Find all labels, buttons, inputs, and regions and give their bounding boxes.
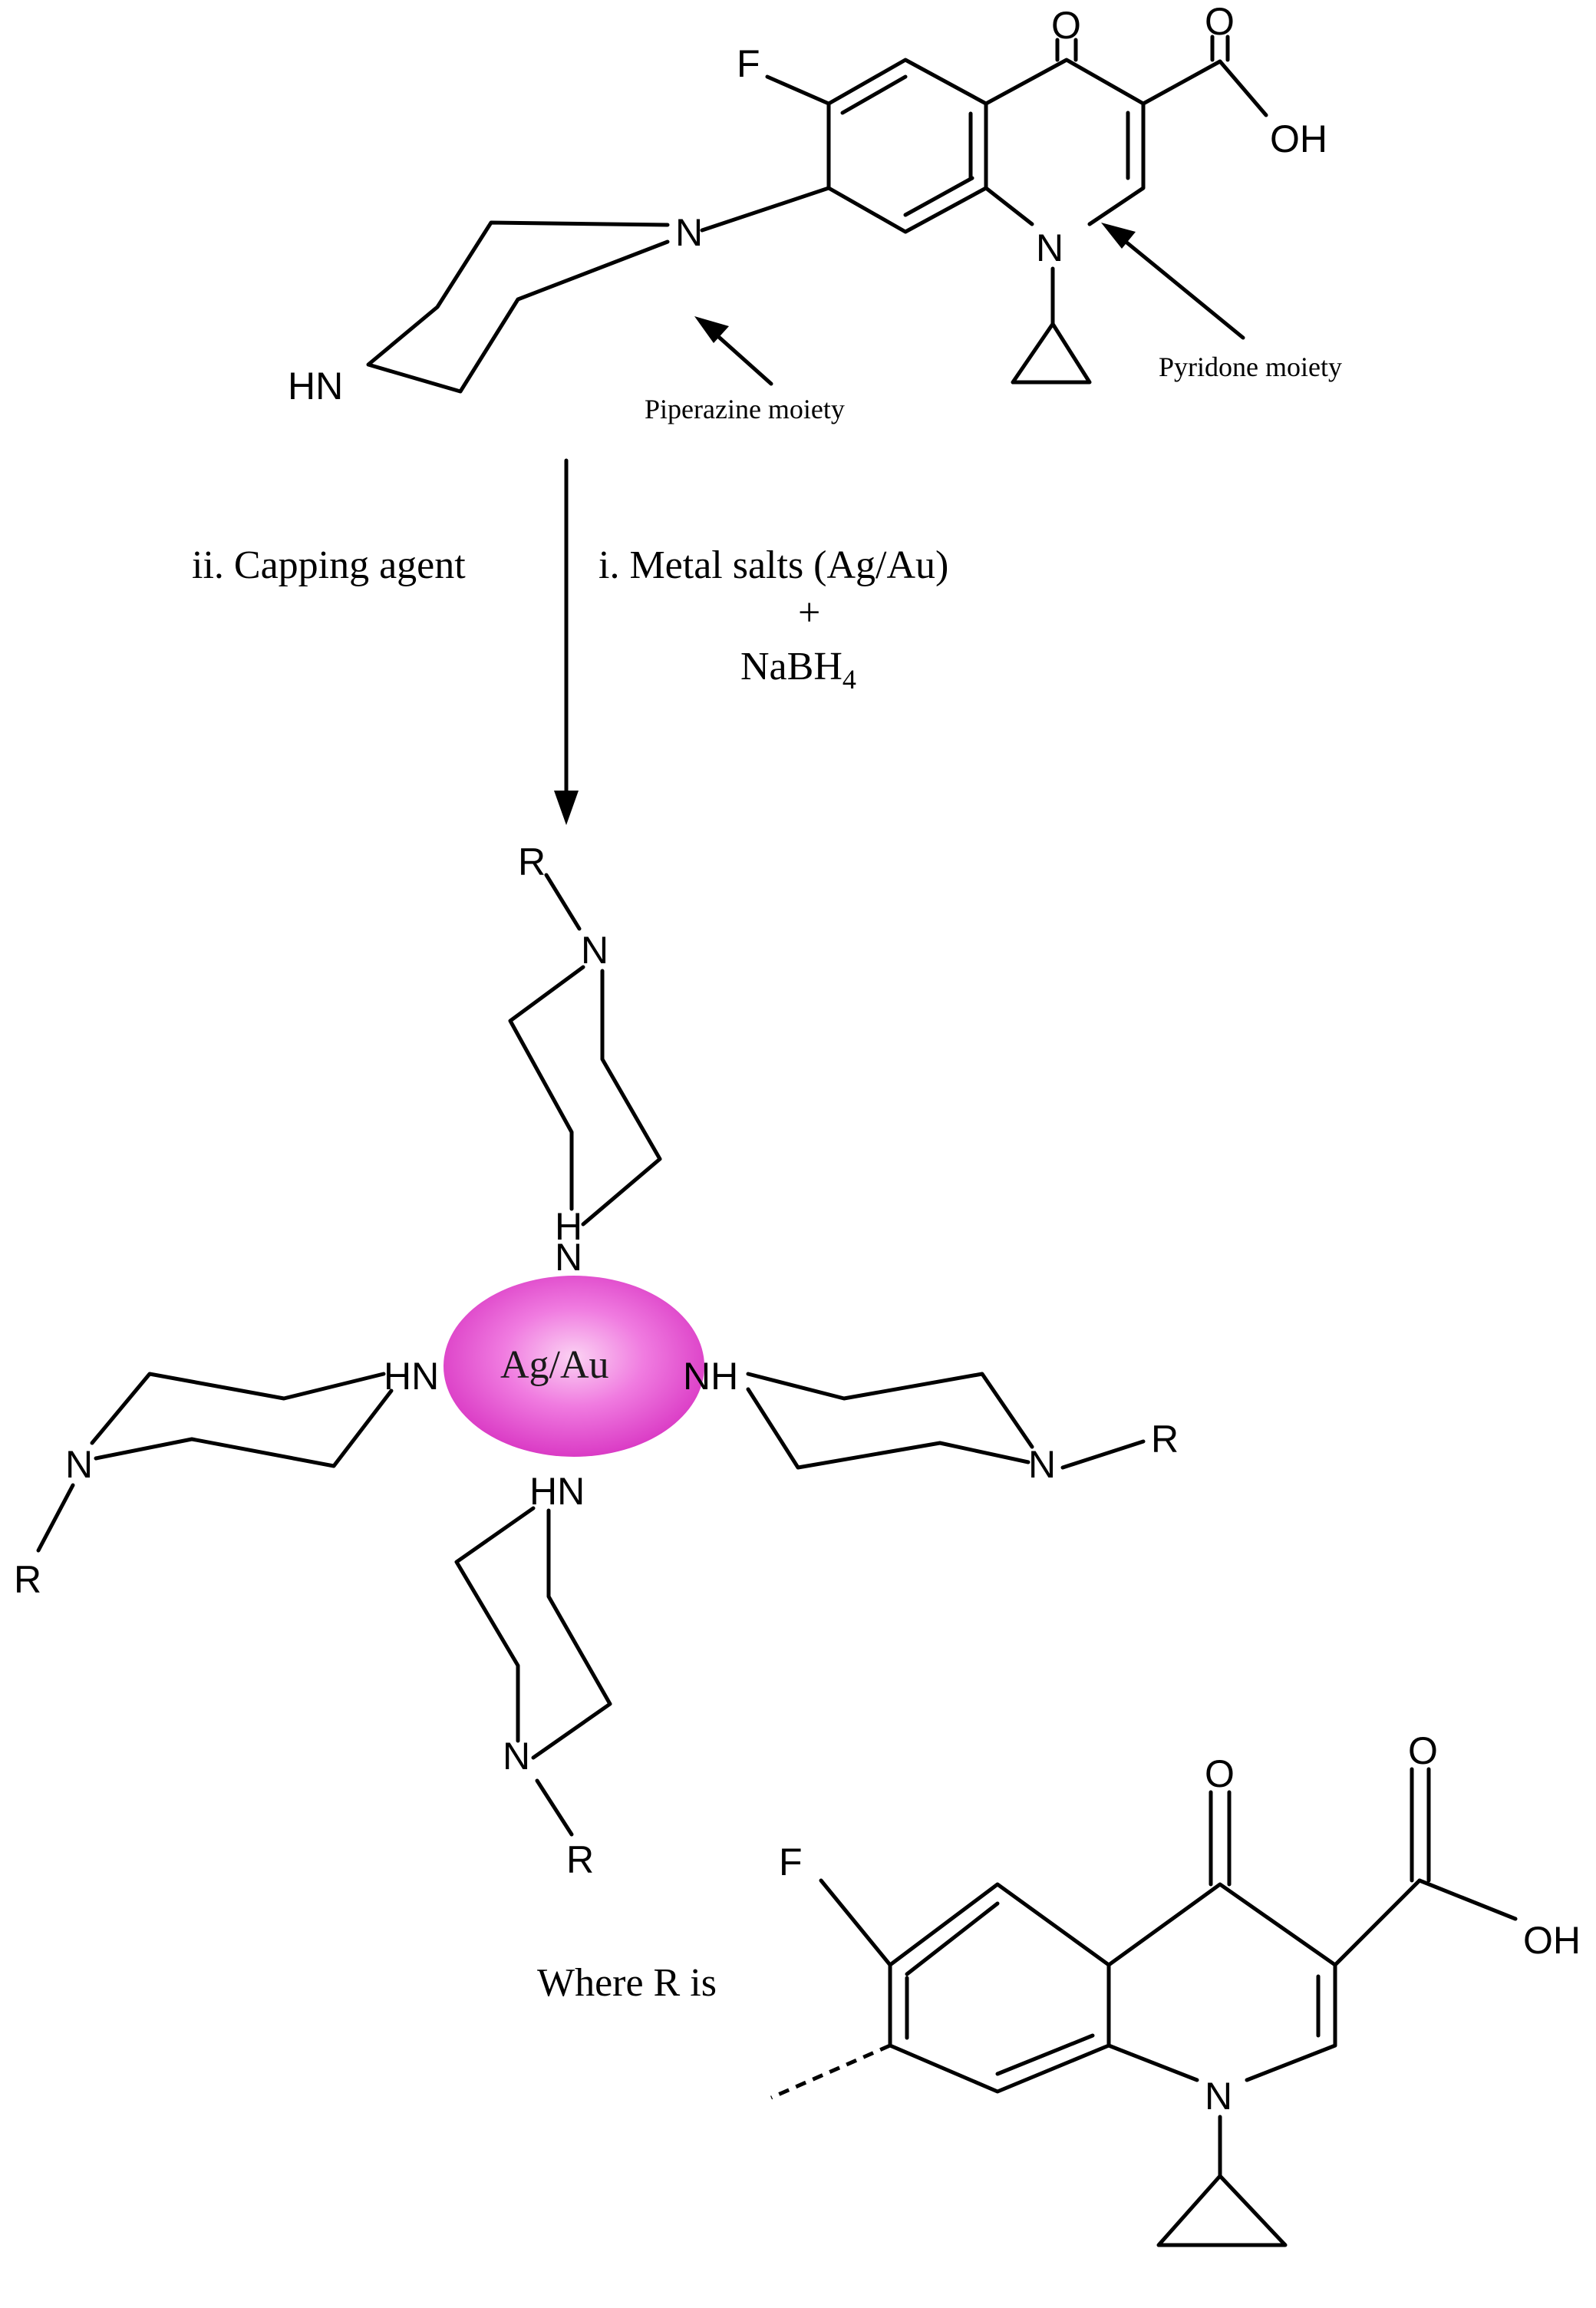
r-fluorine-bond: [819, 1878, 892, 1967]
atom-right-n: N: [1028, 1443, 1056, 1486]
condition-plus: +: [798, 591, 820, 635]
annotation-pyridone: Pyridone moiety: [1101, 223, 1342, 382]
left-r-bond: [36, 1483, 75, 1553]
core-label: Ag/Au: [500, 1343, 609, 1387]
bottom-piperazine-ring-b: [531, 1508, 612, 1760]
pyridone-ring-n-bond: [984, 186, 1034, 226]
r-acid-bond: [1333, 1878, 1422, 1967]
atom-ring-n: N: [1036, 226, 1063, 269]
condition-reductant: NaBH4: [740, 645, 856, 695]
bottom-piperazine-ring: [454, 1506, 536, 1743]
r-cyclopropyl-ring: [1156, 2174, 1288, 2247]
atom-acid-o: O: [1205, 0, 1235, 43]
right-piperazine-ring-b: [746, 1387, 1030, 1470]
reaction-arrow-head: [554, 791, 579, 825]
atom-right-r: R: [1151, 1418, 1179, 1461]
r-pyridone-n-bond: [1106, 2043, 1199, 2082]
right-piperazine-ring: [746, 1372, 1034, 1449]
r-benzene-ring: [888, 1882, 1111, 2094]
bottom-r-bond: [535, 1778, 574, 1837]
atom-left-n: N: [65, 1443, 93, 1486]
right-r-bond: [1060, 1439, 1146, 1470]
r-acid-oh-bond: [1417, 1878, 1518, 1921]
atom-acid-oh: OH: [1270, 117, 1327, 160]
atom-piperazine-hn: HN: [288, 365, 343, 408]
fluorine-bond: [765, 74, 831, 106]
benzene-ring-bonds: [826, 58, 988, 234]
condition-metal-salts: i. Metal salts (Ag/Au): [598, 543, 948, 587]
r-benzene-double-1: [905, 1901, 1000, 1976]
atom-right-nh: NH: [683, 1355, 738, 1398]
pyridone-arrow-head: [1101, 223, 1136, 249]
nanoparticle-product: R N H N Ag/Au HN N R NH N R HN N R: [14, 840, 1179, 1881]
reductant-subscript: 4: [843, 664, 856, 695]
reductant-main: NaBH: [740, 645, 843, 688]
benzene-double-bond-2: [903, 176, 974, 217]
atom-piperazine-n: N: [675, 211, 703, 254]
annotation-piperazine: Piperazine moiety: [645, 316, 845, 424]
atom-bottom-n: N: [503, 1735, 530, 1778]
where-r-label: Where R is: [537, 1961, 717, 2005]
atom-f: F: [737, 42, 760, 85]
atom-ketone-o: O: [1051, 4, 1081, 47]
r-atom-acid-o: O: [1408, 1729, 1438, 1772]
pyridone-ring-bonds: [984, 58, 1146, 226]
r-group-structure: O O OH F N: [770, 1729, 1581, 2247]
pyridone-arrow-shaft: [1114, 232, 1245, 340]
r-atom-ring-n: N: [1205, 2075, 1232, 2118]
acid-oh-bond: [1218, 59, 1268, 117]
piperazine-arrow-shaft: [711, 330, 773, 386]
atom-left-r: R: [14, 1558, 41, 1601]
atom-bottom-r: R: [566, 1838, 594, 1881]
left-piperazine-ring-b: [94, 1388, 394, 1468]
top-r-bond: [544, 873, 582, 931]
piperazine-label: Piperazine moiety: [645, 394, 845, 424]
left-piperazine-ring: [90, 1372, 386, 1445]
r-atom-f: F: [779, 1841, 803, 1884]
piperazine-arrow-head: [694, 316, 729, 343]
acid-bond: [1141, 59, 1222, 106]
r-benzene-double-2: [995, 2033, 1095, 2076]
piperazine-ring-bonds: [366, 220, 670, 394]
r-atom-acid-oh: OH: [1523, 1919, 1581, 1962]
top-piperazine-ring: [508, 965, 585, 1211]
r-atom-ketone-o: O: [1205, 1752, 1235, 1795]
atom-top-n: N: [581, 929, 608, 972]
piperazine-attach-bond: [700, 186, 831, 233]
r-pyridone-ring: [1106, 1882, 1337, 2082]
condition-capping-agent: ii. Capping agent: [192, 543, 466, 587]
top-piperazine-ring-b: [581, 969, 662, 1227]
r-attachment-bond: [770, 2043, 892, 2100]
atom-top-n-lower: N: [555, 1236, 582, 1279]
ciprofloxacin-structure: O O OH N F N HN: [288, 0, 1327, 408]
benzene-double-bond-1: [840, 74, 908, 115]
atom-top-r: R: [518, 840, 546, 883]
atom-bottom-hn: HN: [529, 1470, 585, 1513]
pyridone-label: Pyridone moiety: [1159, 352, 1342, 382]
cyclopropyl-ring: [1011, 322, 1092, 385]
metal-nanoparticle-core: [444, 1276, 704, 1457]
reaction-arrow: [554, 458, 579, 825]
atom-top-h: H: [555, 1205, 582, 1248]
